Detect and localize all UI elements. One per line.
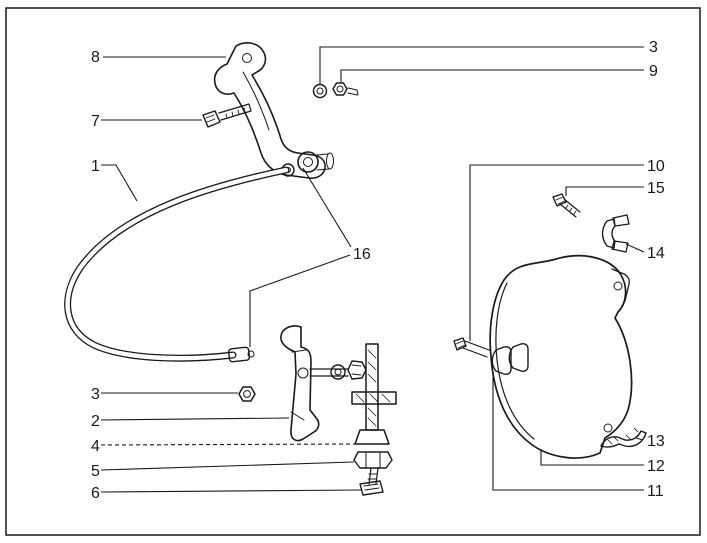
- callout-7-label: 7: [91, 113, 100, 130]
- callout-8-label: 8: [91, 49, 100, 66]
- part-bolt-15: [552, 193, 581, 218]
- leader-line-14: [625, 243, 645, 253]
- callout-5-label: 5: [91, 463, 100, 480]
- leader-line-6: [100, 489, 362, 493]
- guard-upper-hole: [613, 281, 623, 291]
- guard-lower-hole: [603, 423, 613, 433]
- leader-line-10: [469, 164, 644, 341]
- leader-line-5: [100, 461, 355, 471]
- callout-12-label: 12: [647, 458, 665, 475]
- callout-16-label: 16: [353, 246, 371, 263]
- leader-line-4: [100, 443, 358, 446]
- part-bolt-washer-mid: [309, 360, 367, 380]
- part-nut-3: [238, 386, 256, 402]
- part-clamps: [453, 337, 529, 375]
- callout-labels: 8 7 1 3 9 10 15 14 16 3 2 4 5 6 13 12 11: [91, 39, 665, 502]
- part-clip-13: [600, 427, 647, 448]
- part-bracket-4: [351, 343, 397, 445]
- callout-10-label: 10: [647, 158, 665, 175]
- leader-lines: [100, 46, 645, 493]
- callout-6-label: 6: [91, 485, 100, 502]
- callout-3-top-label: 3: [649, 39, 658, 56]
- part-nut-9: [332, 82, 359, 96]
- part-clamp-14: [601, 214, 630, 253]
- callout-14-label: 14: [647, 245, 665, 262]
- leader-line-16b: [249, 254, 351, 347]
- callout-3-left-label: 3: [91, 386, 100, 403]
- leader-line-9: [340, 69, 644, 82]
- part-fork-bracket-2: [280, 325, 320, 442]
- callout-4-label: 4: [91, 438, 100, 455]
- part-guard: [489, 254, 633, 459]
- figure-border: [5, 7, 701, 536]
- part-cable: [64, 166, 290, 363]
- part-washer-3: [312, 83, 328, 99]
- callout-1-label: 1: [91, 158, 100, 175]
- leader-line-12: [540, 449, 644, 466]
- callout-13-label: 13: [647, 433, 665, 450]
- cable-lower-end: [228, 346, 251, 363]
- callout-2-label: 2: [91, 413, 100, 430]
- leader-line-11: [492, 377, 644, 491]
- leader-line-15: [565, 186, 644, 196]
- leader-line-2: [100, 417, 290, 421]
- part-bolt-7: [202, 103, 252, 128]
- callout-15-label: 15: [647, 180, 665, 197]
- leader-line-1: [101, 164, 138, 202]
- part-clevis-5: [353, 451, 393, 469]
- leader-line-3-top: [319, 46, 644, 84]
- leader-line-16a: [302, 167, 352, 248]
- callout-11-label: 11: [647, 483, 664, 500]
- lever-pivot-boss: [297, 151, 319, 173]
- callout-9-label: 9: [649, 63, 658, 80]
- part-bolt-6: [359, 467, 384, 496]
